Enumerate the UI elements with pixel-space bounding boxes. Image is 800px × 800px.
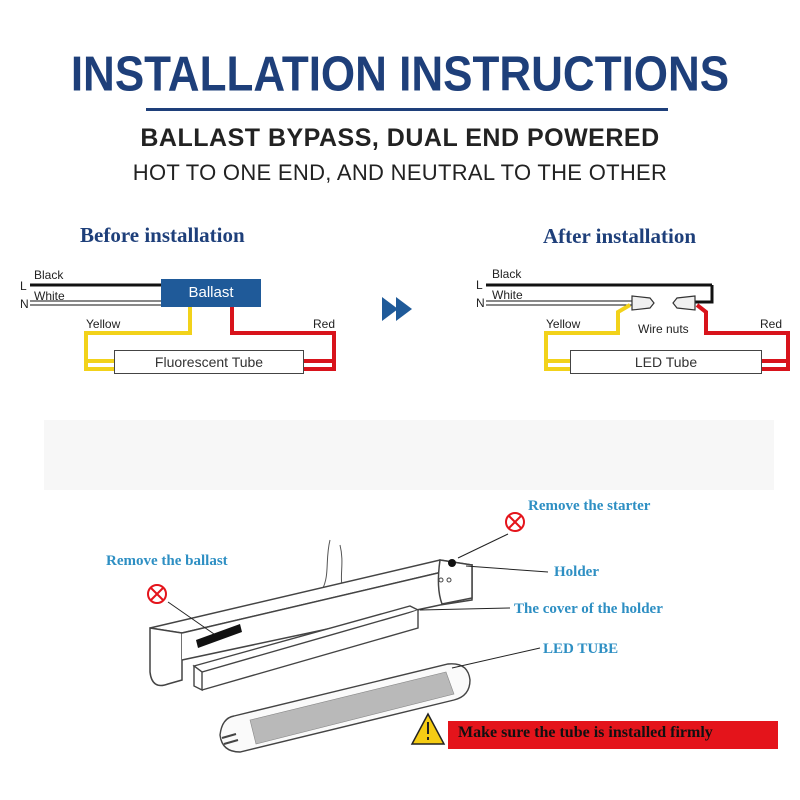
after-white-label: White — [492, 288, 523, 302]
page-subline: HOT TO ONE END, AND NEUTRAL TO THE OTHER — [132, 160, 668, 185]
warning-text: Make sure the tube is installed firmly — [458, 724, 713, 741]
title-underline — [146, 108, 668, 111]
before-black-label: Black — [34, 268, 64, 282]
ballast-box: Ballast — [161, 279, 261, 307]
wire-nut-right — [672, 295, 696, 311]
after-red-wire — [695, 303, 790, 363]
remove-starter-label: Remove the starter — [528, 498, 651, 514]
holder-cover — [192, 605, 420, 692]
after-yellow-label: Yellow — [546, 317, 581, 331]
ballast-slot — [196, 624, 242, 648]
before-yellow-wire — [84, 307, 192, 363]
page-title: INSTALLATION INSTRUCTIONS — [70, 47, 730, 102]
wire-nuts-label: Wire nuts — [638, 322, 689, 336]
holder-dot — [448, 559, 456, 567]
before-installation-heading: Before installation — [80, 223, 245, 247]
holder-label: Holder — [554, 564, 599, 580]
before-n-label: N — [20, 297, 29, 311]
led-tube-drawing — [219, 663, 471, 753]
before-white-label: White — [34, 289, 65, 303]
page-subtitle: BALLAST BYPASS, DUAL END POWERED — [140, 124, 660, 152]
after-black-label: Black — [492, 267, 522, 281]
wire-nut-left — [631, 295, 655, 311]
after-yellow-wire — [544, 303, 632, 363]
after-n-label: N — [476, 296, 485, 310]
double-chevron-right-icon — [382, 297, 412, 321]
prohibited-icon — [147, 584, 167, 604]
before-red-wire — [230, 307, 336, 363]
led-tube-label: LED TUBE — [543, 641, 619, 657]
prohibited-icon — [505, 512, 525, 532]
before-l-label: L — [20, 279, 27, 293]
before-yellow-label: Yellow — [86, 317, 121, 331]
faded-banner — [44, 420, 774, 490]
fixture-body — [149, 559, 473, 687]
holder-cover-label: The cover of the holder — [514, 601, 663, 617]
after-l-label: L — [476, 278, 483, 292]
after-installation-heading: After installation — [543, 224, 697, 248]
remove-ballast-label: Remove the ballast — [106, 553, 228, 569]
fluorescent-tube-box: Fluorescent Tube — [114, 350, 304, 374]
after-red-label: Red — [760, 317, 783, 331]
before-red-label: Red — [313, 317, 336, 331]
warning-triangle-icon — [410, 712, 446, 745]
led-tube-box: LED Tube — [570, 350, 762, 374]
warning-banner — [448, 721, 778, 749]
